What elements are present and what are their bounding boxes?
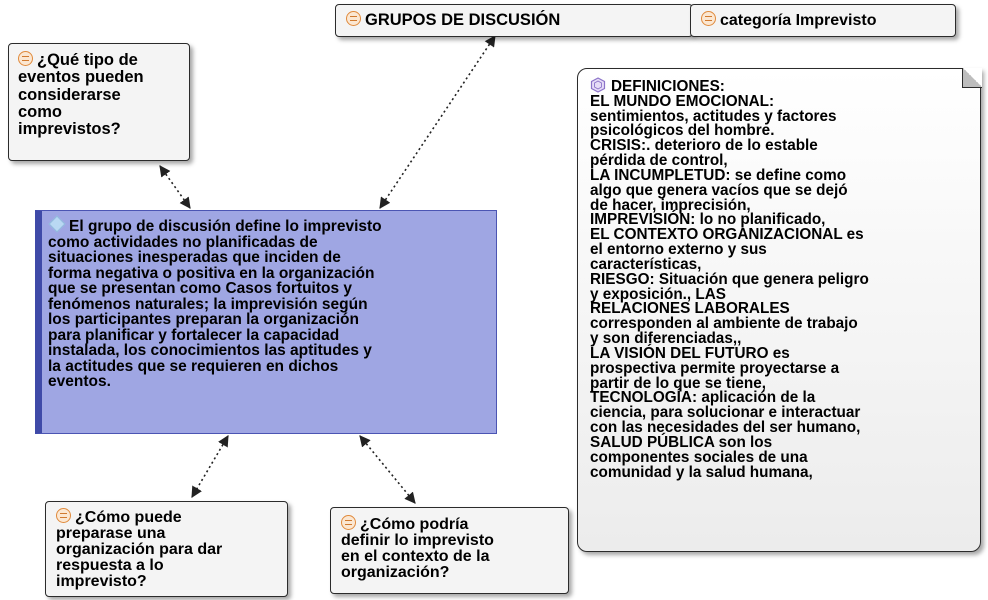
- code-diamond-icon: [48, 215, 66, 233]
- node-label: GRUPOS DE DISCUSIÓN: [365, 11, 561, 29]
- edge-central-qdefinir: [359, 435, 416, 504]
- comment-icon: [56, 508, 71, 523]
- node-label: DEFINICIONES: EL MUNDO EMOCIONAL: sentim…: [590, 78, 869, 481]
- comment-icon: [346, 11, 361, 26]
- comment-icon: [701, 11, 716, 26]
- node-label: ¿Qué tipo de eventos pueden considerarse…: [18, 51, 144, 139]
- comment-icon: [18, 51, 33, 66]
- node-question-definir[interactable]: ¿Cómo podría definir lo imprevisto en el…: [330, 507, 569, 594]
- edge-central-qprepararse: [191, 435, 229, 498]
- node-central-definicion[interactable]: El grupo de discusión define lo imprevis…: [35, 210, 497, 434]
- node-label: El grupo de discusión define lo imprevis…: [48, 218, 382, 390]
- node-label: categoría Imprevisto: [720, 12, 877, 29]
- node-grupos-discusion[interactable]: GRUPOS DE DISCUSIÓN: [335, 4, 693, 37]
- page-fold-corner: [962, 68, 982, 88]
- edge-grupos-central: [379, 35, 496, 209]
- node-label: ¿Cómo podría definir lo imprevisto en el…: [341, 516, 494, 581]
- memo-icon: [590, 77, 606, 93]
- node-categoria-imprevisto[interactable]: categoría Imprevisto: [690, 4, 956, 37]
- node-question-prepararse[interactable]: ¿Cómo puede preparase una organización p…: [45, 501, 288, 597]
- node-definiciones-memo[interactable]: DEFINICIONES: EL MUNDO EMOCIONAL: sentim…: [577, 68, 981, 552]
- node-question-tipo-eventos[interactable]: ¿Qué tipo de eventos pueden considerarse…: [8, 43, 190, 161]
- comment-icon: [341, 515, 356, 530]
- edge-qtipo-central: [159, 165, 191, 209]
- node-label: ¿Cómo puede preparase una organización p…: [56, 509, 223, 590]
